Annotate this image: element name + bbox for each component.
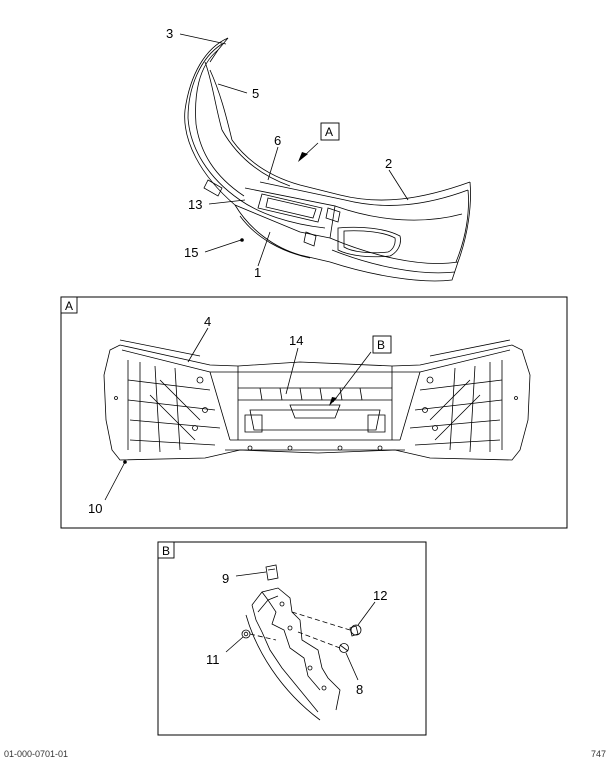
fastener-15-dot [240,238,244,242]
view-b-tag-box [372,335,392,354]
callout-1: 1 [254,265,261,280]
detail-b-frame [157,541,427,736]
view-b-tag: B [377,338,385,352]
page-number: 747 [590,749,606,759]
detail-b-label: B [162,544,170,558]
detail-b-label-box [157,541,175,559]
callout-9: 9 [222,571,229,586]
detail-a-leader-lines [104,327,372,501]
callout-5: 5 [252,86,259,101]
detail-a-frame [60,296,568,529]
callout-3: 3 [166,26,173,41]
callout-12: 12 [373,588,387,603]
main-leader-lines [179,33,409,267]
callout-13: 13 [188,197,202,212]
figure-code: 01-000-0701-01 [4,749,69,759]
bumper-rear-view-illustration [103,339,531,461]
view-a-tag: A [325,125,333,139]
callout-14: 14 [289,333,303,348]
callout-2: 2 [385,156,392,171]
callout-8: 8 [356,682,363,697]
view-a-tag-box [320,122,340,141]
callout-11: 11 [206,652,220,667]
fastener-10-dot [123,460,127,464]
callout-15: 15 [184,245,198,260]
callout-6: 6 [274,133,281,148]
view-arrow-a [298,152,308,162]
callout-4: 4 [204,314,211,329]
detail-a-label: A [65,299,73,313]
bracket-illustration [245,564,341,721]
callout-10: 10 [88,501,102,516]
view-arrow-b [329,397,337,406]
detail-a-label-box [60,296,78,314]
detail-b-leader-lines [225,571,376,681]
